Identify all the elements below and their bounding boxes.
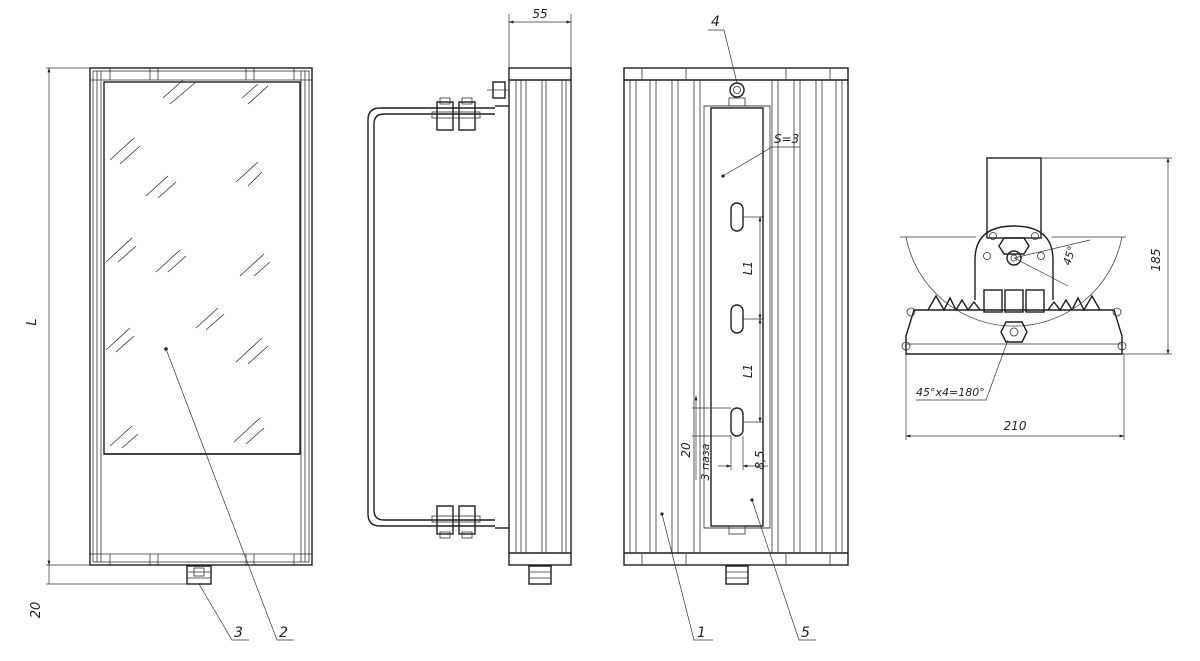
glass-panel	[103, 81, 301, 455]
slot-2	[730, 304, 744, 334]
dim-angle: 45°	[1060, 244, 1078, 267]
dim-width: 210	[1004, 419, 1027, 433]
callout-4: 4	[711, 14, 720, 30]
dim-angle-range: 45°x4=180°	[916, 386, 985, 399]
dim-depth: 55	[532, 7, 547, 21]
dim-length: L	[25, 318, 40, 325]
dim-height: 185	[1149, 249, 1163, 272]
dim-slot-width: 8,5	[753, 450, 767, 469]
front-view: L 20 2 3	[25, 67, 313, 641]
side-view: 55	[367, 7, 572, 585]
callout-5: 5	[801, 625, 810, 641]
callout-3: 3	[234, 625, 243, 641]
cooling-fins	[629, 68, 843, 565]
callout-2: 2	[279, 625, 288, 641]
dim-slot-count: 3 паза	[699, 443, 712, 480]
dim-bottom-offset: 20	[29, 602, 44, 619]
slot-3	[730, 407, 744, 437]
back-view: L1 L1 20 3 паза 8,5 S=3 4 1 5	[623, 14, 849, 641]
end-view: 45° 185 210	[900, 157, 1172, 440]
dim-hole-pitch-1: L1	[741, 261, 755, 275]
dim-hole-pitch-2: L1	[741, 364, 755, 378]
callout-1: 1	[697, 625, 706, 641]
slot-1	[730, 202, 744, 232]
glass-hatch	[105, 79, 271, 449]
plate-thickness: S=3	[774, 132, 799, 146]
dim-slot-length: 20	[679, 442, 693, 458]
